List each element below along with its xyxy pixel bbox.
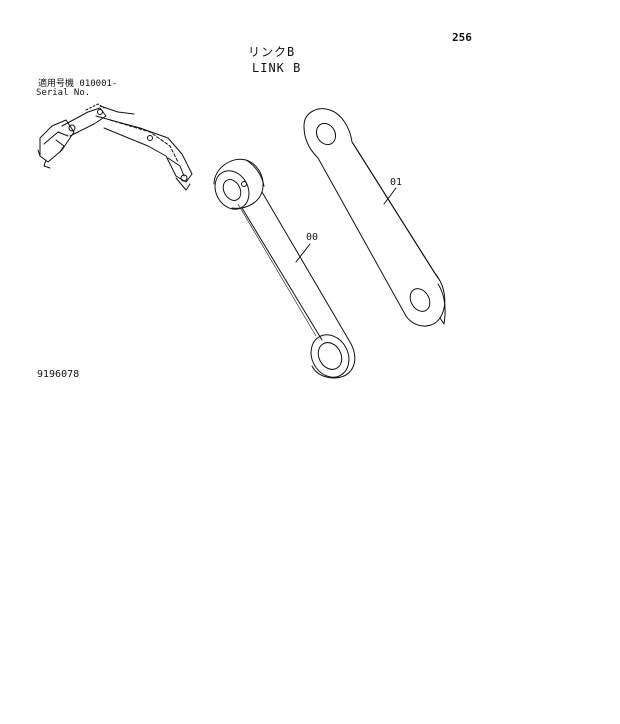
link-part-01: [303, 108, 446, 327]
part-title-japanese: リンクB: [248, 45, 296, 59]
serial-label-japanese: 適用号機 010001-: [38, 79, 118, 89]
callout-leader-lines: [295, 187, 397, 263]
page-number: 256: [452, 31, 472, 44]
drawing-number: 9196078: [37, 369, 80, 380]
excavator-attachment-thumbnail: [37, 103, 193, 191]
callout-part-01: 01: [390, 177, 403, 188]
callout-part-00: 00: [306, 232, 319, 243]
part-title-english: LINK B: [252, 61, 302, 75]
link-part-00: [213, 158, 356, 379]
serial-label-english: Serial No.: [36, 88, 91, 98]
